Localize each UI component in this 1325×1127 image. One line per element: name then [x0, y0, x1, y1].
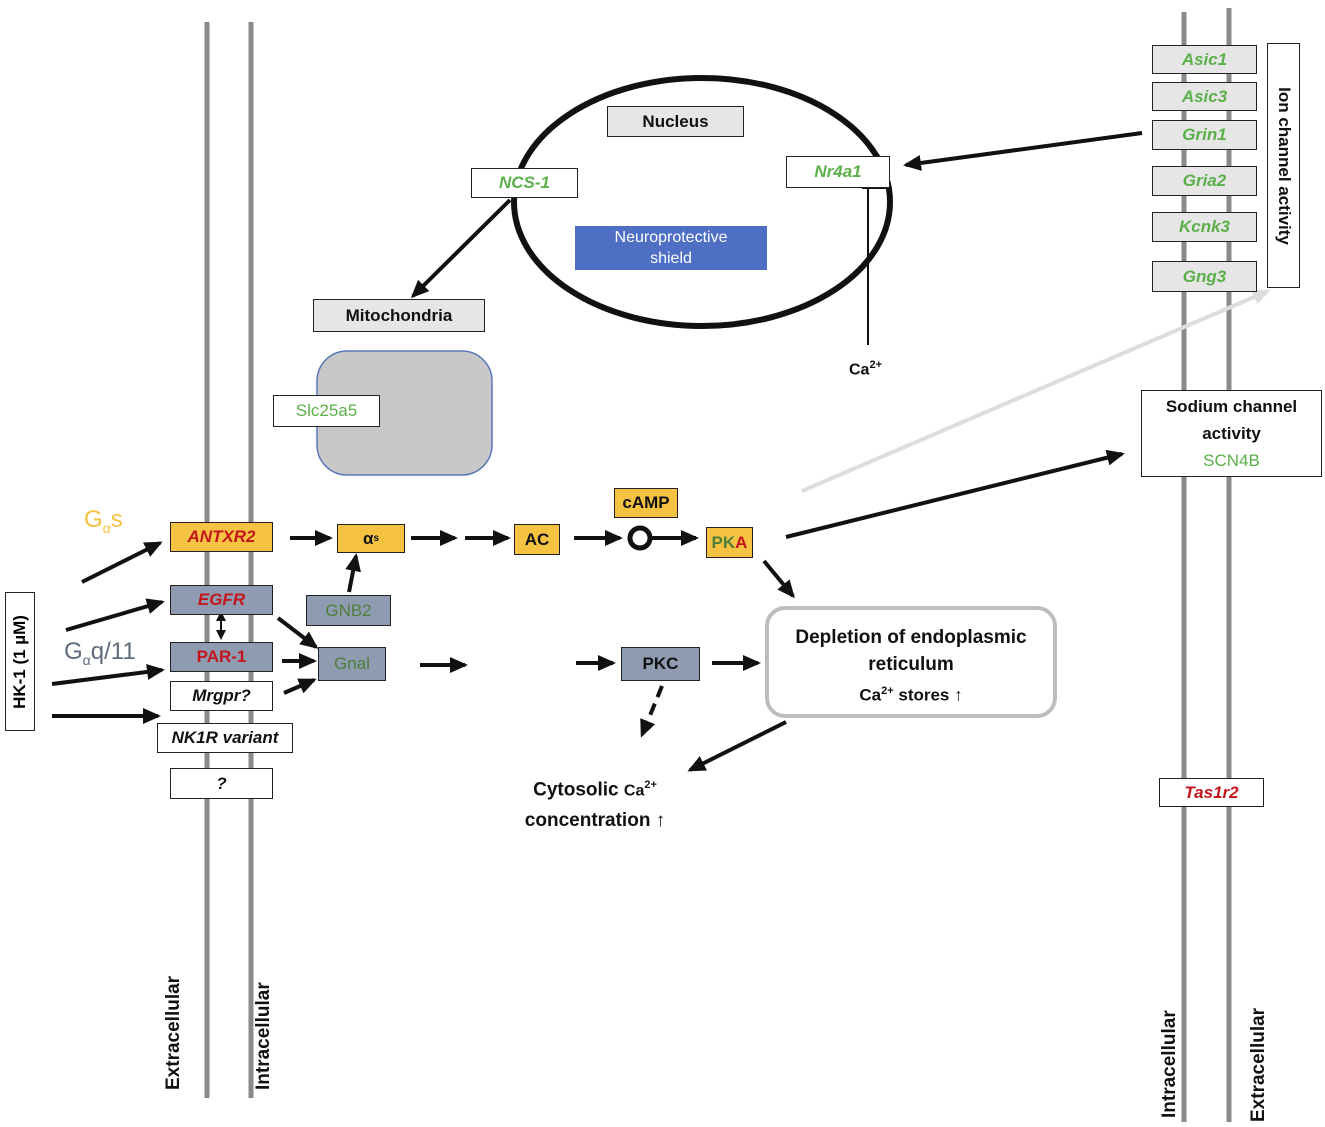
sodium-channel-box: Sodium channel activity SCN4B [1141, 390, 1322, 477]
mrgpr-box: Mrgpr? [170, 681, 273, 711]
arrow-pka-sodium [785, 449, 1125, 539]
nucleus-envelope [511, 75, 893, 329]
hk1-label: HK-1 (1 µM) [10, 614, 30, 709]
gaq-label: Gαq/11 [64, 638, 136, 668]
ion-gene-gng3: Gng3 [1152, 261, 1257, 292]
left-extracellular-label: Extracellular [163, 975, 184, 1090]
slc25a5-box: Slc25a5 [273, 395, 380, 427]
neuroprotective-shield-box: Neuroprotective shield [575, 226, 767, 270]
mitochondria-label-box: Mitochondria [313, 299, 485, 332]
gnal-box: Gnal [318, 647, 386, 681]
left-intracellular-label: Intracellular [253, 982, 274, 1090]
cytosolic-text: Cytosolic Ca2+ concentration ↑ [500, 770, 690, 836]
ion-gene-asic1: Asic1 [1152, 45, 1257, 74]
depletion-line3: Ca2+ stores ↑ [859, 685, 963, 705]
arrow-mrgpr-gnal [283, 678, 317, 695]
antxr2-box: ANTXR2 [170, 522, 273, 552]
arrow-hk1-antxr2 [81, 541, 163, 584]
arrow-hk1-egfr [65, 598, 165, 632]
ion-gene-grin1: Grin1 [1152, 120, 1257, 150]
gas-label: Gαs [84, 506, 123, 536]
arrow-gnb2-alpha [345, 553, 361, 593]
unknown-receptor-box: ? [170, 768, 273, 799]
nucleus-ca-label: Ca2+ [849, 359, 882, 379]
nk1r-box: NK1R variant [157, 723, 293, 753]
cytosolic-line2: concentration ↑ [524, 810, 666, 832]
par1-box: PAR-1 [170, 642, 273, 672]
nucleus-label-box: Nucleus [607, 106, 744, 137]
depletion-text: Depletion of endoplasmic reticulum Ca2+ … [767, 624, 1055, 709]
ncs1-box: NCS-1 [471, 168, 578, 198]
egfr-box: EGFR [170, 585, 273, 615]
nr4a1-box: Nr4a1 [786, 156, 890, 188]
tas1r2-box: Tas1r2 [1159, 778, 1264, 807]
right-intracellular-label: Intracellular [1159, 1010, 1180, 1118]
depletion-line1: Depletion of endoplasmic [795, 627, 1027, 648]
ac-box: AC [514, 524, 560, 555]
gnb2-box: GNB2 [306, 595, 391, 626]
cytosolic-line1: Cytosolic Ca2+ [533, 779, 657, 801]
arrow-depletion-cytosolic [687, 720, 787, 772]
camp-box: cAMP [614, 488, 678, 518]
arrow-grin1-nr4a1 [903, 131, 1143, 171]
depletion-line2: reticulum [868, 654, 954, 675]
camp-node [627, 525, 653, 551]
ion-gene-kcnk3: Kcnk3 [1152, 212, 1257, 242]
right-extracellular-label: Extracellular [1248, 1007, 1269, 1122]
ion-gene-gria2: Gria2 [1152, 166, 1257, 196]
arrow-pkc-cytosolic [640, 685, 664, 738]
ion-channel-activity-box: Ion channel activity [1267, 43, 1300, 288]
arrow-pka-depletion [762, 559, 795, 599]
depletion-box [765, 606, 1057, 718]
hk1-stimulus-box: HK-1 (1 µM) [5, 592, 35, 731]
arrow-light-ion [801, 289, 1271, 493]
ion-gene-asic3: Asic3 [1152, 82, 1257, 111]
pkc-box: PKC [621, 647, 700, 681]
arrow-egfr-gnal [276, 616, 319, 649]
arrow-hk1-par1 [51, 663, 165, 686]
arrow-ncs1-mito [410, 198, 512, 299]
